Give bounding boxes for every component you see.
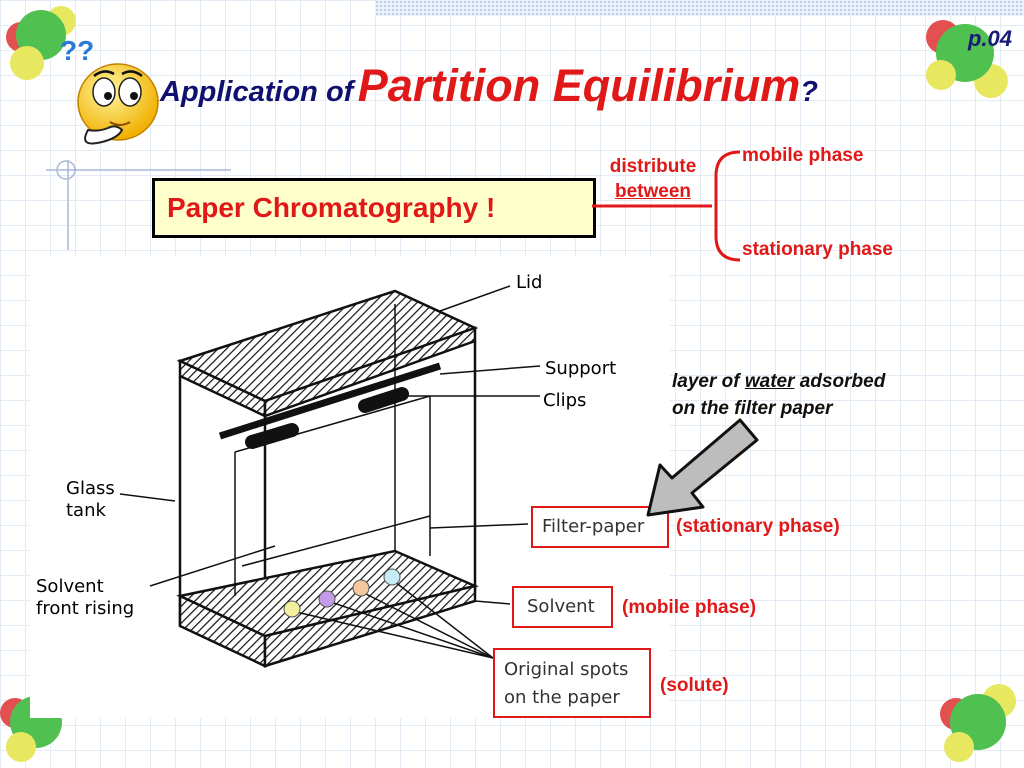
pointer-arrow-icon (646, 418, 759, 517)
spot-4 (383, 568, 401, 586)
note-prefix: layer of (672, 371, 740, 392)
original-spots-label-2: on the paper (504, 687, 620, 708)
mobile-phase-label: mobile phase (742, 145, 864, 166)
spot-2 (318, 590, 336, 608)
page-number: p.04 (967, 26, 1012, 51)
tank-label: tank (66, 500, 106, 521)
page-title: Application of Partition Equilibrium? (160, 60, 818, 112)
banner-label: Paper Chromatography ! (167, 192, 496, 223)
lid-label: Lid (516, 272, 542, 293)
filter-paper-label: Filter-paper (542, 516, 645, 537)
solvent-phase-label: (mobile phase) (622, 597, 757, 618)
banner-connector (592, 150, 741, 262)
solvent-box: Solvent (512, 586, 613, 628)
note-suffix: adsorbed (799, 371, 886, 392)
solvent-label: Solvent (527, 596, 595, 617)
title-main: Partition Equilibrium (357, 60, 801, 111)
molecule-icon-top-right (922, 8, 1012, 100)
molecule-icon-bottom-right (938, 684, 1022, 766)
between-word: between (614, 181, 692, 202)
question-marks: ?? (60, 35, 94, 66)
clips-label: Clips (543, 390, 586, 411)
stationary-phase-label: stationary phase (742, 239, 893, 260)
original-spots-label-1: Original spots (504, 659, 629, 680)
support-rod (218, 362, 442, 440)
molecule-icon-bottom-left (0, 686, 80, 766)
title-suffix: ? (800, 76, 819, 108)
paper-chromatography-banner: Paper Chromatography ! (152, 178, 596, 238)
chromatography-tank-diagram: Lid Support Clips Glass tank Solvent fro… (30, 256, 670, 718)
solvent-front-label-2: front rising (36, 598, 134, 619)
molecule-icon-top-left (2, 2, 82, 82)
top-pattern-band (375, 0, 1024, 16)
filter-phase-label: (stationary phase) (676, 516, 840, 537)
solute-label: (solute) (660, 675, 729, 696)
solvent-front-label-1: Solvent (36, 576, 104, 597)
pin-decoration (46, 160, 231, 250)
original-spots-box: Original spots on the paper (493, 648, 651, 718)
title-prefix: Application of (160, 76, 354, 108)
note-water: water (744, 371, 795, 392)
note-line2: on the filter paper (672, 398, 833, 419)
distribute-word: distribute (609, 156, 697, 177)
thinking-face-icon: ?? (60, 35, 159, 145)
water-layer-note: layer of water adsorbed on the filter pa… (672, 368, 885, 422)
glass-label: Glass (66, 478, 115, 499)
filter-paper-box: Filter-paper (531, 506, 669, 548)
support-label: Support (545, 358, 616, 379)
distribute-between-label: distribute between (598, 154, 708, 204)
spot-1 (283, 600, 301, 618)
spot-3 (352, 579, 370, 597)
